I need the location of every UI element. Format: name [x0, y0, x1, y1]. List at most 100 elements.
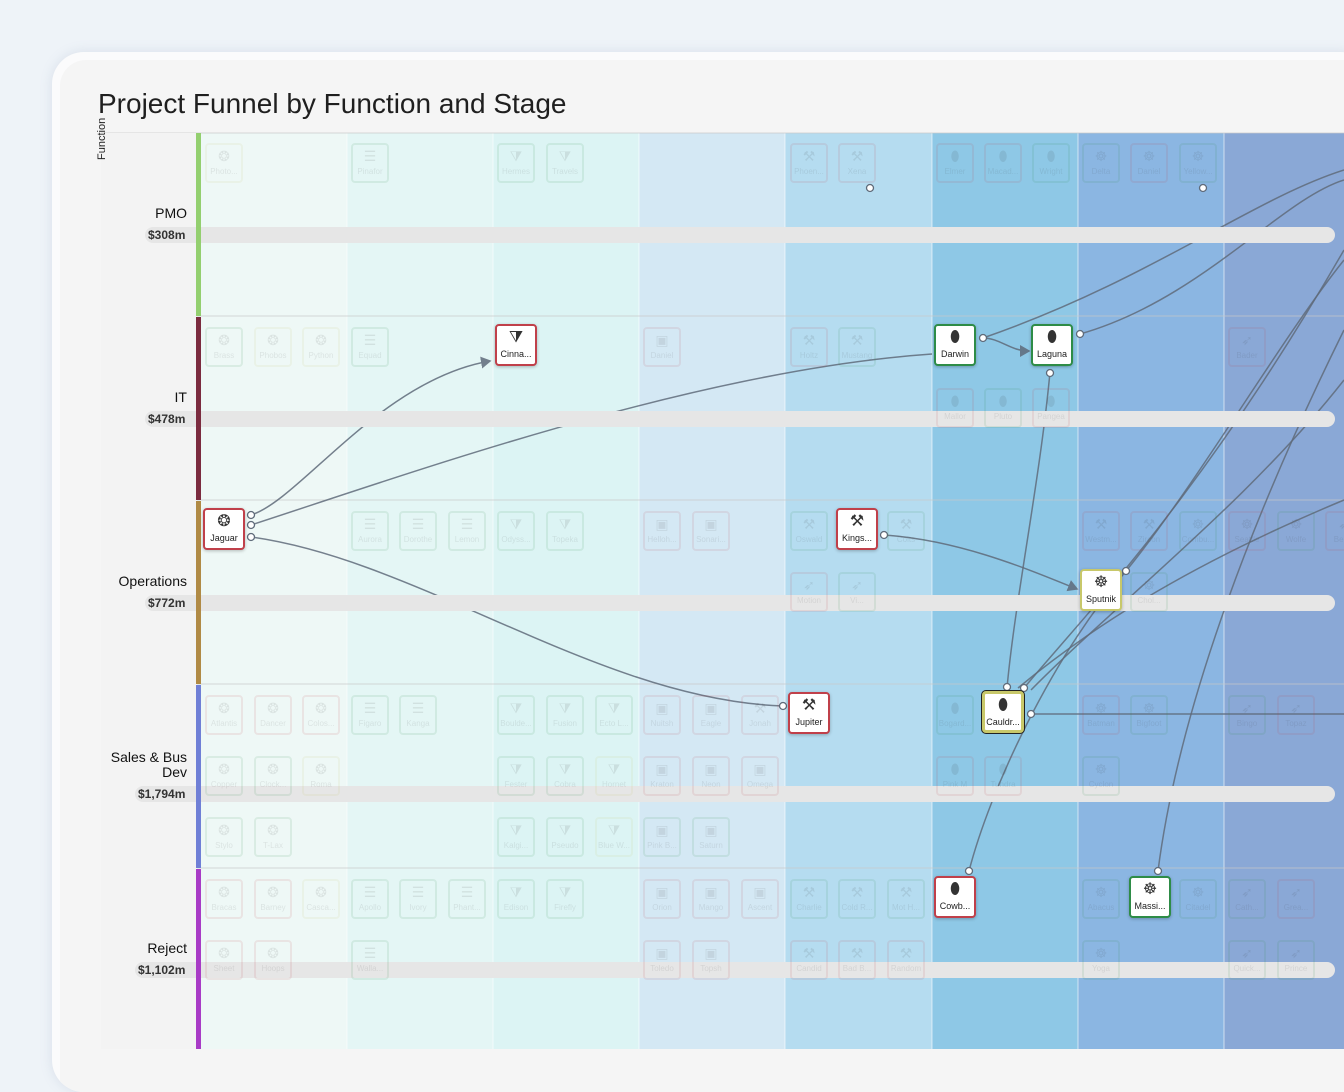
- faded-project-node[interactable]: ▣Saturn: [692, 817, 730, 857]
- faded-project-node[interactable]: ⚒Xena: [838, 143, 876, 183]
- faded-project-node[interactable]: ☰Equad: [351, 327, 389, 367]
- project-node-jaguar[interactable]: ❂Jaguar: [203, 508, 245, 550]
- faded-project-node[interactable]: ➶Motion: [790, 572, 828, 612]
- faded-project-node[interactable]: ❂Sheet: [205, 940, 243, 980]
- project-node-kings[interactable]: ⚒Kings...: [836, 508, 878, 550]
- faded-project-node[interactable]: ▣Topsh: [692, 940, 730, 980]
- faded-project-node[interactable]: ⧩Fusion: [546, 695, 584, 735]
- faded-project-node[interactable]: ☸Wolfe: [1277, 511, 1315, 551]
- faded-project-node[interactable]: ⧩Firefly: [546, 879, 584, 919]
- faded-project-node[interactable]: ▣Helloh...: [643, 511, 681, 551]
- faded-project-node[interactable]: ⚒Phoen...: [790, 143, 828, 183]
- faded-project-node[interactable]: ⧩Edison: [497, 879, 535, 919]
- faded-project-node[interactable]: ⧩Odyss...: [497, 511, 535, 551]
- faded-project-node[interactable]: ⬮Pangea: [1032, 388, 1070, 428]
- faded-project-node[interactable]: ➶Grea...: [1277, 879, 1315, 919]
- project-node-jupiter[interactable]: ⚒Jupiter: [788, 692, 830, 734]
- faded-project-node[interactable]: ⚒Oswald: [790, 511, 828, 551]
- faded-project-node[interactable]: ➶Prince: [1277, 940, 1315, 980]
- faded-project-node[interactable]: ❂Clock...: [254, 756, 292, 796]
- faded-project-node[interactable]: ❂Brass: [205, 327, 243, 367]
- faded-project-node[interactable]: ➶Vi...: [838, 572, 876, 612]
- faded-project-node[interactable]: ❂Python: [302, 327, 340, 367]
- faded-project-node[interactable]: ☸Abacus: [1082, 879, 1120, 919]
- faded-project-node[interactable]: ⬮Elmer: [936, 143, 974, 183]
- faded-project-node[interactable]: ☸Citadel: [1179, 879, 1217, 919]
- faded-project-node[interactable]: ❂Hoops: [254, 940, 292, 980]
- faded-project-node[interactable]: ☰Lemon: [448, 511, 486, 551]
- faded-project-node[interactable]: ⧩Blue W...: [595, 817, 633, 857]
- faded-project-node[interactable]: ⬮Wright: [1032, 143, 1070, 183]
- faded-project-node[interactable]: ⚒Bad B...: [838, 940, 876, 980]
- faded-project-node[interactable]: ▣Neon: [692, 756, 730, 796]
- faded-project-node[interactable]: ⬮Macad...: [984, 143, 1022, 183]
- faded-project-node[interactable]: ☰Aurora: [351, 511, 389, 551]
- faded-project-node[interactable]: ▣Pink B...: [643, 817, 681, 857]
- faded-project-node[interactable]: ❂Photo...: [205, 143, 243, 183]
- faded-project-node[interactable]: ☸Chol...: [1130, 572, 1168, 612]
- faded-project-node[interactable]: ⧩Ecto L...: [595, 695, 633, 735]
- faded-project-node[interactable]: ➶Cath...: [1228, 879, 1266, 919]
- project-node-cauldr[interactable]: ⬮Cauldr...: [982, 691, 1024, 733]
- faded-project-node[interactable]: ☰Walla...: [351, 940, 389, 980]
- faded-project-node[interactable]: ❂Copper: [205, 756, 243, 796]
- faded-project-node[interactable]: ⚒Westm...: [1082, 511, 1120, 551]
- faded-project-node[interactable]: ▣Kraton: [643, 756, 681, 796]
- faded-project-node[interactable]: ➶Quick...: [1228, 940, 1266, 980]
- faded-project-node[interactable]: ☸Delta: [1082, 143, 1120, 183]
- faded-project-node[interactable]: ▣Mango: [692, 879, 730, 919]
- faded-project-node[interactable]: ☰Kanga: [399, 695, 437, 735]
- faded-project-node[interactable]: ▣Ascent: [741, 879, 779, 919]
- faded-project-node[interactable]: ☸Yellow...: [1179, 143, 1217, 183]
- faded-project-node[interactable]: ➶Bader: [1228, 327, 1266, 367]
- faded-project-node[interactable]: ⧩Cobra: [546, 756, 584, 796]
- faded-project-node[interactable]: ⚒Cold R...: [838, 879, 876, 919]
- faded-project-node[interactable]: ☸Cyclon: [1082, 756, 1120, 796]
- faded-project-node[interactable]: ⬮Pink M: [936, 756, 974, 796]
- faded-project-node[interactable]: ⧩Pseudo: [546, 817, 584, 857]
- faded-project-node[interactable]: ☸Daniel: [1130, 143, 1168, 183]
- faded-project-node[interactable]: ⚒Random: [887, 940, 925, 980]
- faded-project-node[interactable]: ⧩Fester: [497, 756, 535, 796]
- faded-project-node[interactable]: ☸Combu...: [1179, 511, 1217, 551]
- faded-project-node[interactable]: ☸Seattle: [1228, 511, 1266, 551]
- faded-project-node[interactable]: ⧩Boulde...: [497, 695, 535, 735]
- faded-project-node[interactable]: ⚒Jonah: [741, 695, 779, 735]
- faded-project-node[interactable]: ❂Dancer: [254, 695, 292, 735]
- faded-project-node[interactable]: ➶Berlin: [1325, 511, 1344, 551]
- faded-project-node[interactable]: ➶Bingo: [1228, 695, 1266, 735]
- faded-project-node[interactable]: ⚒Candid: [790, 940, 828, 980]
- faded-project-node[interactable]: ⚒Mustang: [838, 327, 876, 367]
- project-node-massi[interactable]: ☸Massi...: [1129, 876, 1171, 918]
- faded-project-node[interactable]: ☰Apollo: [351, 879, 389, 919]
- faded-project-node[interactable]: ⚒Mot H...: [887, 879, 925, 919]
- faded-project-node[interactable]: ⧩Travels: [546, 143, 584, 183]
- faded-project-node[interactable]: ☸Batman: [1082, 695, 1120, 735]
- faded-project-node[interactable]: ☰Dorothe: [399, 511, 437, 551]
- project-node-laguna[interactable]: ⬮Laguna: [1031, 324, 1073, 366]
- faded-project-node[interactable]: ⚒Holtz: [790, 327, 828, 367]
- faded-project-node[interactable]: ▣Nuitsh: [643, 695, 681, 735]
- faded-project-node[interactable]: ▣Omega: [741, 756, 779, 796]
- faded-project-node[interactable]: ⚒Zircon: [1130, 511, 1168, 551]
- faded-project-node[interactable]: ❂Roma: [302, 756, 340, 796]
- faded-project-node[interactable]: ❂Stylo: [205, 817, 243, 857]
- faded-project-node[interactable]: ☰Phant...: [448, 879, 486, 919]
- faded-project-node[interactable]: ❂Atlantis: [205, 695, 243, 735]
- faded-project-node[interactable]: ❂Bracas: [205, 879, 243, 919]
- faded-project-node[interactable]: ☸Bigfoot: [1130, 695, 1168, 735]
- faded-project-node[interactable]: ▣Daniel: [643, 327, 681, 367]
- project-node-cinna[interactable]: ⧩Cinna...: [495, 324, 537, 366]
- faded-project-node[interactable]: ☸Yoga: [1082, 940, 1120, 980]
- faded-project-node[interactable]: ⚒Charlie: [790, 879, 828, 919]
- faded-project-node[interactable]: ⧩Kalgi...: [497, 817, 535, 857]
- faded-project-node[interactable]: ❂Casca...: [302, 879, 340, 919]
- faded-project-node[interactable]: ❂T-Lax: [254, 817, 292, 857]
- faded-project-node[interactable]: ⧩Topeka: [546, 511, 584, 551]
- faded-project-node[interactable]: ❂Colos...: [302, 695, 340, 735]
- project-node-darwin[interactable]: ⬮Darwin: [934, 324, 976, 366]
- project-node-cowb[interactable]: ⬮Cowb...: [934, 876, 976, 918]
- faded-project-node[interactable]: ☰Figaro: [351, 695, 389, 735]
- faded-project-node[interactable]: ⚒Colts: [887, 511, 925, 551]
- faded-project-node[interactable]: ⧩Hornet: [595, 756, 633, 796]
